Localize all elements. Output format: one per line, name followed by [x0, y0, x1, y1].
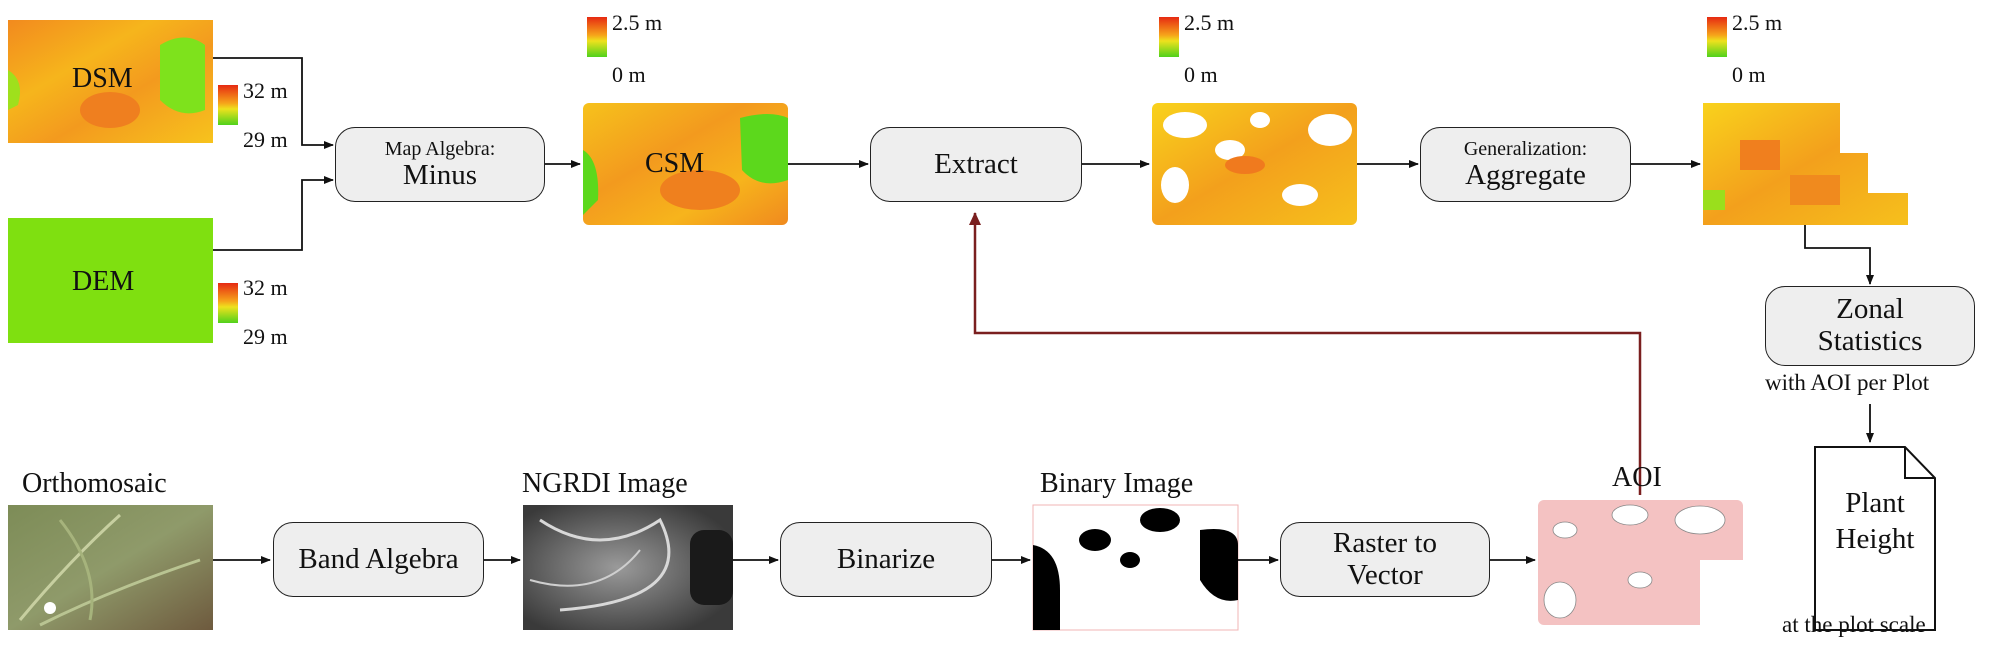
- aoi-title: AOI: [1612, 462, 1662, 493]
- aoi-image: [1538, 500, 1743, 625]
- dem-legend-ramp: [218, 283, 238, 323]
- band-algebra-box: Band Algebra: [273, 522, 484, 597]
- zonal-statistics-box: Zonal Statistics: [1765, 286, 1975, 366]
- csm-legend-ramp: [587, 17, 607, 57]
- dsm-image: [8, 20, 213, 143]
- plot-scale-caption: at the plot scale: [1782, 612, 1926, 637]
- zonal-label: Zonal: [1836, 293, 1904, 326]
- vector-label: Vector: [1347, 558, 1423, 591]
- dsm-legend-max: 32 m: [243, 78, 288, 103]
- csm-image: [583, 103, 788, 225]
- dsm-label: DSM: [72, 63, 133, 94]
- aggregate-box: Generalization: Aggregate: [1420, 127, 1631, 202]
- dem-label: DEM: [72, 266, 135, 297]
- plant-height-text: Plant Height: [1815, 485, 1935, 558]
- dem-legend-min: 29 m: [243, 324, 288, 349]
- orthomosaic-image: [8, 505, 213, 630]
- extract-legend-min: 0 m: [1184, 62, 1218, 87]
- aggregate-label: Aggregate: [1465, 158, 1586, 191]
- orthomosaic-title: Orthomosaic: [22, 468, 167, 499]
- csm-label: CSM: [645, 148, 705, 179]
- generalization-label: Generalization:: [1463, 137, 1588, 160]
- raster-to-vector-box: Raster to Vector: [1280, 522, 1490, 597]
- dem-image: [8, 218, 213, 343]
- extract-box: Extract: [870, 127, 1082, 202]
- map-algebra-label: Map Algebra:: [384, 137, 496, 160]
- aggregate-legend-ramp: [1707, 17, 1727, 57]
- connectors: [213, 57, 1874, 564]
- document-icon: [1814, 446, 1936, 631]
- ngrdi-title: NGRDI Image: [522, 468, 688, 499]
- map-algebra-minus-box: Map Algebra: Minus: [335, 127, 545, 202]
- zonal-caption: with AOI per Plot: [1765, 370, 1930, 395]
- extract-result-image: [1152, 103, 1357, 225]
- csm-legend-max: 2.5 m: [612, 10, 663, 35]
- binarize-box: Binarize: [780, 522, 992, 597]
- dem-legend-max: 32 m: [243, 275, 288, 300]
- aggregate-legend-max: 2.5 m: [1732, 10, 1783, 35]
- minus-label: Minus: [402, 158, 478, 191]
- raster-to-label: Raster to: [1333, 526, 1437, 559]
- csm-legend-min: 0 m: [612, 62, 646, 87]
- statistics-label: Statistics: [1817, 325, 1923, 357]
- dsm-legend-min: 29 m: [243, 127, 288, 152]
- binarize-label: Binarize: [836, 542, 936, 575]
- aggregate-legend-min: 0 m: [1732, 62, 1766, 87]
- ngrdi-image: [523, 505, 733, 630]
- dsm-legend-ramp: [218, 85, 238, 125]
- band-algebra-label: Band Algebra: [298, 542, 459, 575]
- extract-label: Extract: [934, 147, 1018, 180]
- aggregate-result-image: [1703, 103, 1908, 225]
- plant-label: Plant: [1845, 487, 1905, 519]
- extract-legend-ramp: [1159, 17, 1179, 57]
- aoi-feedback-arrow: [969, 212, 1642, 495]
- extract-legend-max: 2.5 m: [1184, 10, 1235, 35]
- binary-image: [1032, 504, 1239, 631]
- binary-title: Binary Image: [1040, 468, 1194, 499]
- height-label: Height: [1835, 523, 1915, 556]
